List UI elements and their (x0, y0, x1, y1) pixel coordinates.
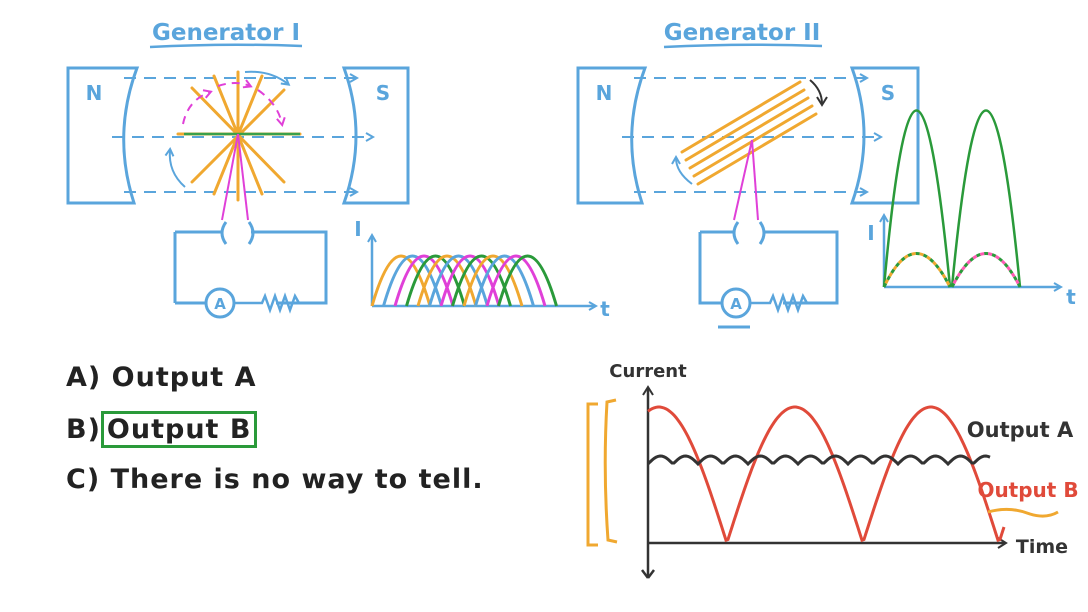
coil-leads (733, 139, 759, 221)
south-magnet (341, 66, 410, 205)
graph-y-label: I (354, 217, 361, 241)
commutator-left (220, 221, 228, 245)
generator-1-current-graph: I t (354, 217, 610, 321)
ammeter-label: A (214, 295, 226, 313)
current-pulse (474, 254, 535, 307)
chart-x-label: Time (1016, 536, 1068, 558)
bracket-outer (586, 402, 598, 547)
large-current-pulse (882, 109, 952, 288)
output-b-label: Output B (977, 478, 1078, 502)
option-a-letter: A) (66, 362, 102, 393)
generator-1: Generator I N S (66, 20, 610, 321)
ammeter (204, 287, 236, 319)
graph-x-label: t (600, 297, 610, 321)
output-a-label: Output A (967, 418, 1074, 442)
commutator-left (732, 221, 740, 245)
south-magnet (849, 66, 920, 205)
output-a-series (646, 454, 991, 467)
option-c[interactable]: C) There is no way to tell. (66, 464, 484, 495)
south-label: S (376, 81, 390, 105)
rotation-arrow (244, 70, 288, 84)
output-comparison-chart: Current Time Output A Output B (586, 361, 1079, 579)
chart-y-axis-tail (641, 569, 649, 579)
current-pulse (485, 254, 547, 307)
ammeter-label: A (730, 295, 742, 313)
option-b[interactable]: B)Output B (66, 411, 258, 448)
option-c-text: There is no way to tell. (110, 464, 484, 495)
external-circuit: A (173, 221, 328, 319)
option-a[interactable]: A) Output A (66, 362, 257, 393)
commutator-right (247, 221, 255, 245)
generator-2-title: Generator II (664, 20, 821, 46)
generator-1-title: Generator I (152, 20, 300, 46)
north-label: N (86, 81, 103, 105)
output-a-line (646, 454, 991, 467)
option-b-letter: B) (66, 414, 101, 445)
small-current-pulse (882, 252, 952, 288)
current-pulse (497, 254, 558, 307)
option-b-text-selected: Output B (100, 411, 258, 448)
bracket-inner (603, 398, 618, 544)
small-current-pulse (950, 252, 1022, 288)
north-magnet (66, 66, 140, 205)
current-pulse (462, 254, 524, 307)
chart-y-axis-tail (647, 569, 655, 579)
graph-x-label: t (1066, 285, 1076, 309)
magnetic-field-lines (622, 78, 880, 192)
north-label: N (596, 81, 613, 105)
commutator-right (758, 221, 766, 245)
rotation-arrow (676, 158, 693, 185)
overlapping-current-pulses (370, 254, 558, 307)
external-circuit: A (698, 221, 839, 329)
resistor (224, 292, 326, 314)
single-coil-bundle (680, 80, 818, 186)
ammeter (720, 287, 752, 319)
large-current-pulse (950, 109, 1022, 288)
generator-2: Generator II N S (576, 20, 1076, 329)
output-b-underline (987, 507, 1059, 518)
south-label: S (881, 81, 895, 105)
generator-1-title-underline (149, 43, 303, 49)
graph-y-label: I (867, 221, 874, 245)
rotation-arrow (809, 79, 828, 107)
rotation-arrow (170, 150, 186, 188)
generator-2-current-graph: I t (867, 109, 1076, 309)
coil-leads (221, 133, 249, 221)
generator-2-title-underline (663, 43, 823, 49)
chart-y-label: Current (609, 361, 687, 382)
option-a-text: Output A (111, 362, 257, 393)
coil-rotation-arcs (182, 83, 282, 124)
option-c-letter: C) (66, 464, 101, 495)
output-b-line (647, 405, 1006, 543)
small-current-pulse (950, 252, 1022, 288)
resistor (750, 292, 837, 314)
small-current-pulse (882, 252, 952, 288)
output-b-series (647, 405, 1006, 543)
